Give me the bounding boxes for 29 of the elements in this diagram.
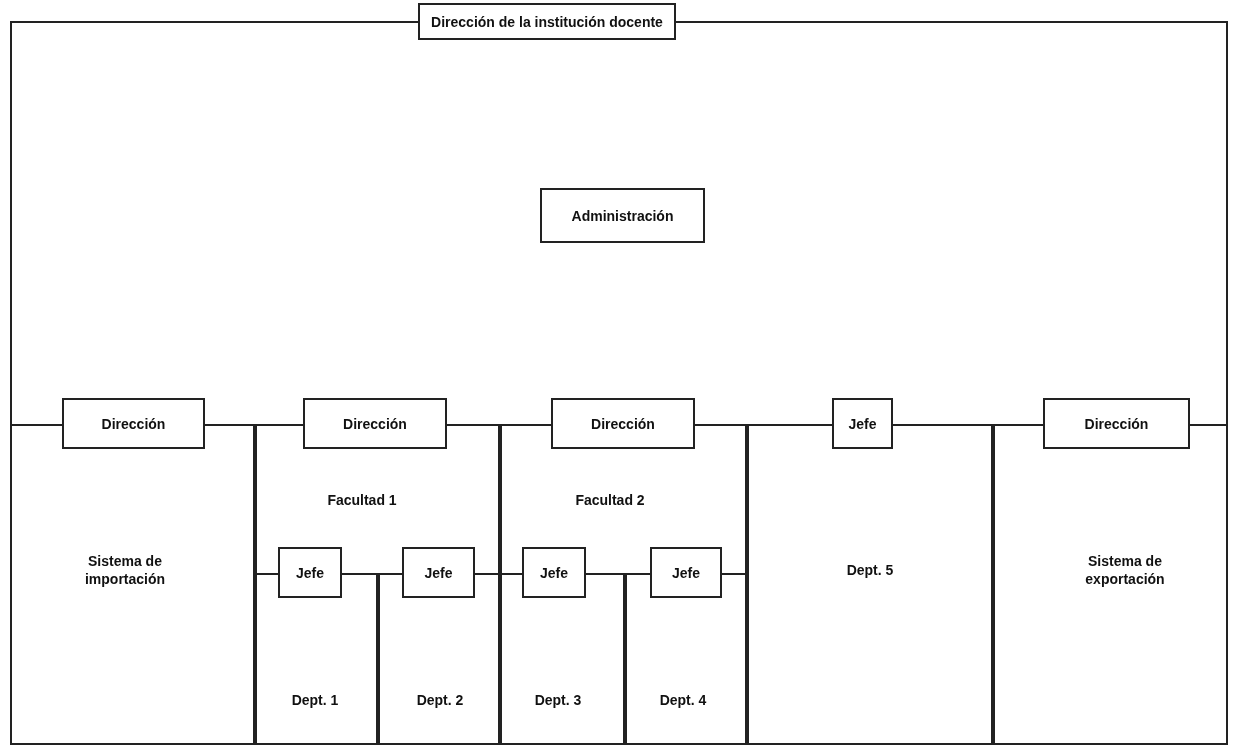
unit-area — [378, 547, 500, 745]
title-box: Dirección de la institución docente — [418, 3, 676, 40]
unit-area — [993, 398, 1228, 745]
title-box: Jefe — [278, 547, 342, 598]
title-box: Jefe — [650, 547, 722, 598]
unit-area — [10, 398, 255, 745]
unit-area — [747, 398, 993, 745]
area-label: Dept. 4 — [658, 690, 708, 710]
title-box: Jefe — [402, 547, 475, 598]
area-label: Dept. 2 — [415, 690, 465, 710]
area-label: Facultad 1 — [326, 490, 398, 510]
area-label: Facultad 2 — [574, 490, 646, 510]
title-box: Dirección — [62, 398, 205, 449]
unit-area — [255, 398, 500, 745]
title-box: Dirección — [1043, 398, 1190, 449]
unit-area — [500, 547, 625, 745]
area-label: Sistema de exportación — [1084, 551, 1166, 589]
area-label: Sistema de importación — [83, 551, 167, 589]
unit-area — [625, 547, 747, 745]
area-label: Dept. 5 — [845, 560, 895, 580]
unit-area — [500, 398, 747, 745]
area-label: Dept. 3 — [533, 690, 583, 710]
title-box: Administración — [540, 188, 705, 243]
area-label: Dept. 1 — [290, 690, 340, 710]
title-box: Dirección — [551, 398, 695, 449]
title-box: Jefe — [522, 547, 586, 598]
title-box: Jefe — [832, 398, 893, 449]
unit-area — [255, 547, 378, 745]
title-box: Dirección — [303, 398, 447, 449]
